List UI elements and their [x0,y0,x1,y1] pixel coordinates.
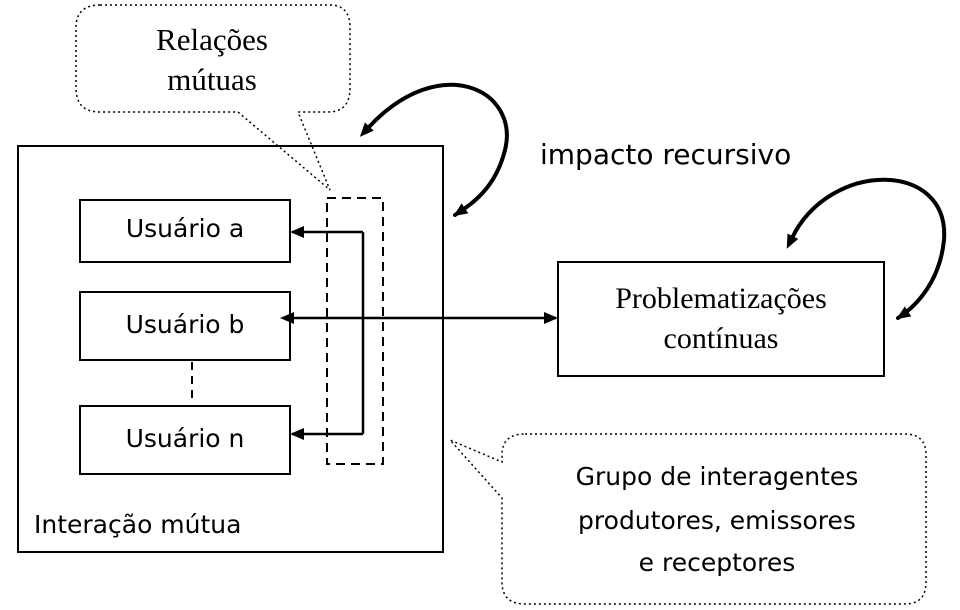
user-b-label: Usuário b [125,310,245,339]
user-n-label: Usuário n [125,424,245,453]
user-n-box [79,405,291,475]
relations-arrows [290,226,365,440]
problems-box [557,261,885,377]
group-callout-line2: produtores, emissores [578,506,856,535]
recursive-impact-label: impacto recursivo [540,138,792,171]
group-callout [449,433,927,605]
mutual-interaction-label: Interação mútua [34,510,242,539]
user-a-label: Usuário a [125,214,245,243]
relations-callout-line2: mútuas [167,62,257,97]
user-b-box [79,291,291,361]
recursive-arrow-problems [786,177,947,320]
group-callout-bubble [449,433,927,605]
problems-line1: Problematizações [615,282,827,315]
problems-line2: contínuas [663,322,779,355]
relations-callout-line1: Relações [156,22,268,57]
mutual-interaction-box [17,145,444,553]
relations-dashed-box [326,197,384,465]
recursive-arrow-main [359,82,509,217]
group-callout-line1: Grupo de interagentes [575,462,859,491]
group-callout-line3: e receptores [638,548,796,577]
